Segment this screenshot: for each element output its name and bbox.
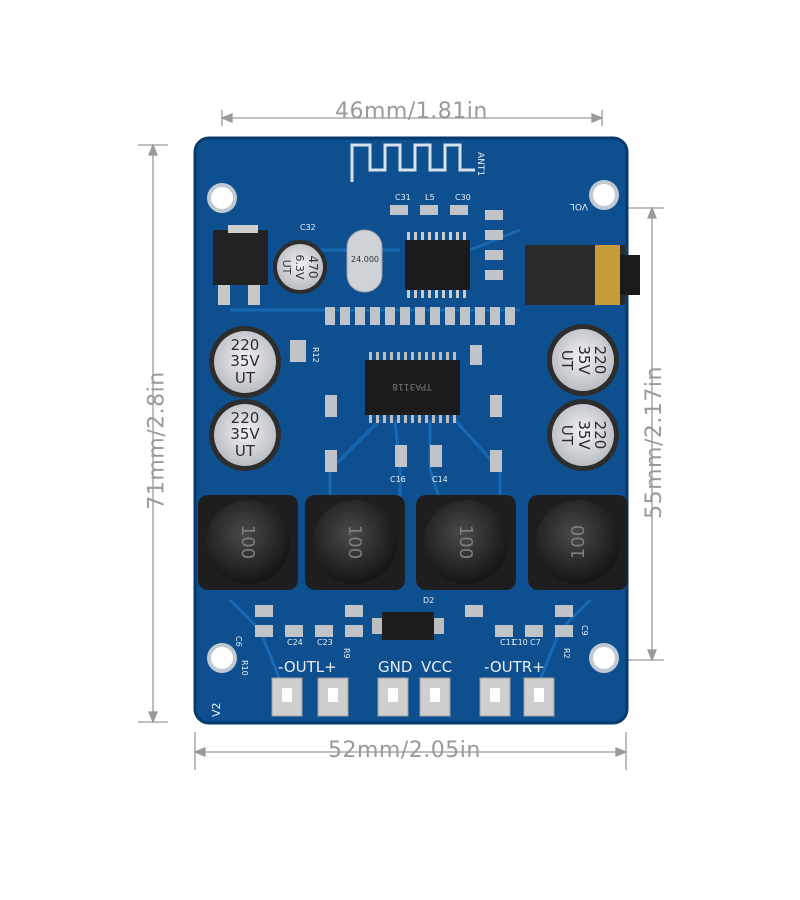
svg-text:C10: C10 xyxy=(512,638,528,647)
inductor-2: 100 xyxy=(305,495,405,590)
svg-text:35V: 35V xyxy=(230,425,260,443)
diode-d2 xyxy=(372,612,444,640)
svg-text:R9: R9 xyxy=(342,648,351,659)
capacitor-220-right-top: 220 35V UT xyxy=(547,324,619,396)
outl-label: -OUTL+ xyxy=(278,658,337,676)
svg-text:C23: C23 xyxy=(317,638,333,647)
voltage-regulator xyxy=(213,225,268,305)
amplifier-chip: TPA3118 xyxy=(365,352,460,423)
svg-text:UT: UT xyxy=(558,350,576,371)
smd-components xyxy=(255,205,573,637)
svg-text:220: 220 xyxy=(231,409,260,427)
capacitor-220-left-bottom: 220 35V UT xyxy=(209,399,281,471)
audio-jack xyxy=(525,245,640,305)
svg-text:C14: C14 xyxy=(432,475,448,484)
inductor-4: 100 xyxy=(528,495,628,590)
svg-text:C31: C31 xyxy=(395,193,411,202)
mounting-holes xyxy=(207,180,619,673)
solder-pads xyxy=(271,677,555,717)
dimension-bottom-label: 52mm/2.05in xyxy=(328,738,481,763)
capacitor-220-left-top: 220 35V UT xyxy=(209,326,281,398)
inductor-1: 100 xyxy=(198,495,298,590)
svg-text:D2: D2 xyxy=(423,596,434,605)
antenna-trace xyxy=(350,143,475,182)
svg-text:35V: 35V xyxy=(575,345,593,375)
svg-text:35V: 35V xyxy=(575,420,593,450)
svg-text:100: 100 xyxy=(455,525,476,559)
capacitor-470: 470 6.3V UT xyxy=(273,240,327,294)
capacitor-220-right-bottom: 220 35V UT xyxy=(547,399,619,471)
antenna-label: ANT1 xyxy=(475,152,485,176)
svg-text:C7: C7 xyxy=(530,638,541,647)
version-label: V2 xyxy=(210,702,223,717)
vol-label: VOL xyxy=(570,201,588,211)
svg-text:100: 100 xyxy=(568,525,589,559)
svg-text:100: 100 xyxy=(237,525,258,559)
vcc-label: VCC xyxy=(421,658,452,676)
svg-text:C16: C16 xyxy=(390,475,406,484)
svg-text:R12: R12 xyxy=(311,347,320,363)
svg-text:220: 220 xyxy=(591,421,609,450)
svg-text:C9: C9 xyxy=(580,625,589,636)
svg-text:TPA3118: TPA3118 xyxy=(392,381,433,391)
svg-text:R2: R2 xyxy=(562,648,571,659)
gnd-label: GND xyxy=(378,658,412,676)
svg-text:UT: UT xyxy=(280,260,293,275)
svg-text:220: 220 xyxy=(591,346,609,375)
svg-text:R10: R10 xyxy=(240,660,249,676)
svg-text:C30: C30 xyxy=(455,193,471,202)
svg-text:L5: L5 xyxy=(425,193,435,202)
dimension-top-label: 46mm/1.81in xyxy=(335,99,488,124)
inductor-3: 100 xyxy=(416,495,516,590)
svg-text:470: 470 xyxy=(306,256,320,279)
svg-text:UT: UT xyxy=(235,369,256,387)
svg-text:UT: UT xyxy=(558,425,576,446)
svg-text:35V: 35V xyxy=(230,352,260,370)
svg-text:6.3V: 6.3V xyxy=(293,254,306,279)
svg-text:220: 220 xyxy=(231,336,260,354)
svg-text:24.000: 24.000 xyxy=(351,255,379,264)
outr-label: -OUTR+ xyxy=(484,658,545,676)
svg-text:C6: C6 xyxy=(234,636,243,647)
svg-text:UT: UT xyxy=(235,442,256,460)
svg-text:C32: C32 xyxy=(300,223,316,232)
bluetooth-chip xyxy=(405,232,470,298)
dimension-lines xyxy=(138,110,664,770)
svg-text:100: 100 xyxy=(344,525,365,559)
svg-text:C11: C11 xyxy=(500,638,516,647)
svg-text:C24: C24 xyxy=(287,638,303,647)
crystal-oscillator: 24.000 xyxy=(346,229,383,293)
